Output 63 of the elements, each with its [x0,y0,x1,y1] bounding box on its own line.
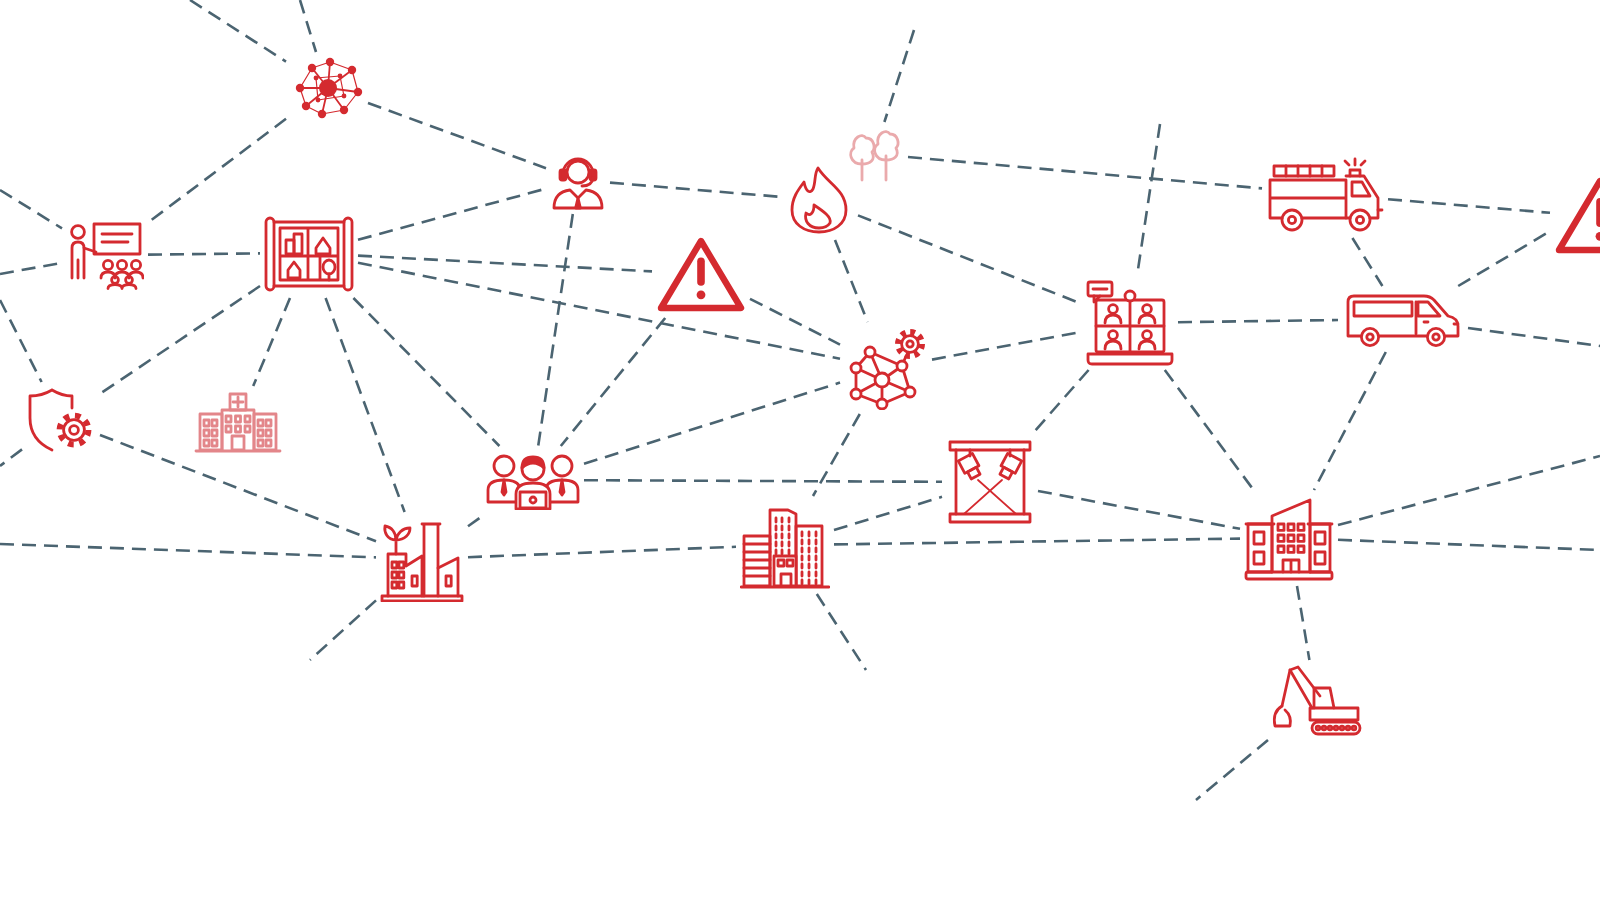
dashed-connector [147,117,287,224]
dashed-connector [584,478,942,484]
dashed-connector [1351,237,1384,287]
dashed-connector [1295,585,1311,661]
dashed-connector [0,188,63,230]
hospital-icon [194,390,282,454]
dashed-connector [367,101,547,170]
dashed-connector [609,181,781,199]
dashed-connector [1195,739,1269,801]
network-hub-icon [290,56,364,120]
dashed-connector [1312,351,1387,491]
excavator-icon [1270,664,1362,736]
office-building-icon [1244,494,1334,582]
city-plan-icon [264,212,354,294]
dashed-connector [1178,318,1338,324]
team-icon [486,450,580,510]
dashed-connector [1457,230,1551,288]
dashed-connector [815,593,868,671]
camera-rig-icon [946,438,1034,526]
dashed-connector [833,239,869,323]
dashed-connector [1387,197,1551,215]
presenter-icon [66,220,144,290]
dashed-connector [0,299,43,383]
dashed-connector [811,413,861,497]
dashed-connector [907,155,1263,190]
dashed-connector [559,317,667,447]
van-icon [1342,290,1464,348]
dashed-connector [1337,538,1600,552]
dashed-connector [467,545,737,559]
shield-gear-icon [26,386,96,454]
dashed-connector [467,512,486,528]
dashed-connector [352,297,501,447]
dashed-connector [298,0,318,53]
dashed-connector [309,599,377,661]
dashed-connector [833,495,943,532]
warning-triangle-icon [1554,174,1600,256]
dashed-connector [536,213,575,447]
warning-triangle-icon [656,234,746,314]
dashed-connector [1337,454,1600,527]
dashed-connector [1031,369,1090,435]
network-gear-icon [844,326,928,410]
dashed-connector [0,542,377,559]
dashed-connector [148,252,260,256]
dashed-connector [324,297,406,513]
dashed-connector [883,29,916,123]
trees-icon [844,126,904,182]
dashed-connector [1037,489,1241,531]
dashed-connector [0,261,63,276]
dashed-connector [583,381,841,466]
dashed-connector [1163,369,1255,491]
video-conference-icon [1086,280,1174,366]
dashed-connector [834,537,1240,546]
dashed-connector [749,297,841,346]
dashed-connector [189,0,287,63]
dashed-connector [99,433,377,543]
fire-truck-icon [1266,154,1384,234]
dashed-connector [357,261,841,361]
dashed-connector [0,448,23,468]
dashed-connector [252,297,292,387]
dashed-connector [357,254,653,273]
dashed-connector [357,187,547,242]
dashed-connector [1467,326,1600,348]
dashed-connector [99,284,261,395]
